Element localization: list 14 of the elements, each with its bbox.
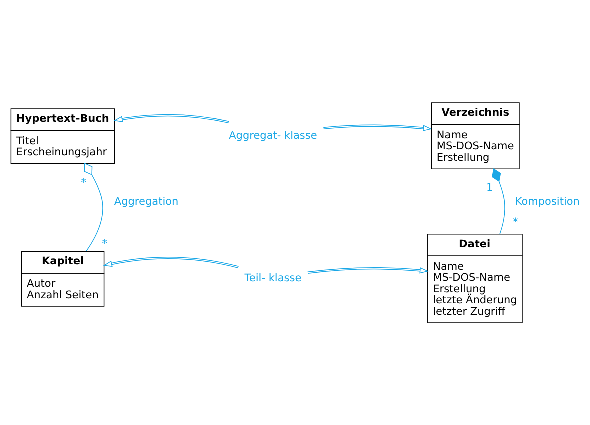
label: 1	[486, 181, 494, 194]
label: *	[102, 237, 108, 250]
node-text: Teil- klasse	[244, 272, 302, 284]
arrow	[114, 114, 230, 124]
arrow	[307, 266, 429, 274]
connector	[492, 168, 506, 234]
label: *	[513, 216, 518, 228]
edge-label: Komposition	[515, 195, 580, 208]
arrow	[103, 256, 240, 268]
label: *	[81, 176, 86, 188]
node-text: Aggregat- klasse	[229, 129, 318, 142]
edge-label: Aggregation	[114, 195, 179, 208]
connector	[84, 162, 104, 251]
arrow	[323, 124, 432, 131]
